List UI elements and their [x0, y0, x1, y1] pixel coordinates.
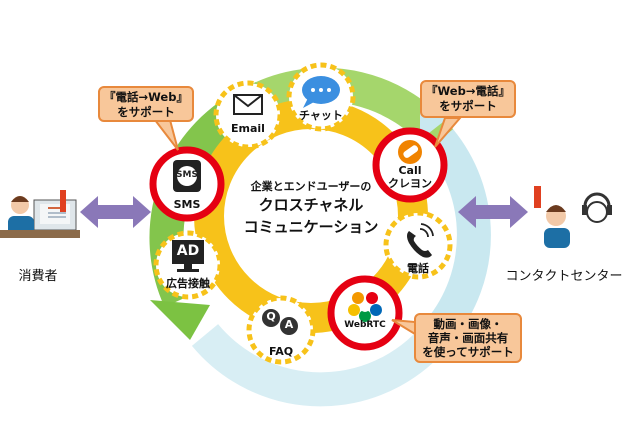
webrtc-label: WebRTC — [344, 320, 386, 330]
center-line3: コミュニケーション — [243, 218, 379, 236]
channel-faq — [246, 295, 316, 365]
faq-label: FAQ — [268, 345, 294, 358]
email-label: Email — [231, 122, 265, 135]
callout-left-tail — [152, 119, 179, 151]
center-title: 企業とエンドユーザーの クロスチャネル コミュニケーション — [232, 178, 390, 238]
callout-right-line1: 『Web→電話』 — [426, 84, 510, 98]
channel-ad — [153, 230, 223, 300]
channel-call — [372, 127, 448, 203]
callout-phone-to-web: 『電話→Web』 をサポート — [98, 86, 194, 122]
phone-label: 電話 — [407, 262, 429, 275]
channel-email — [213, 80, 283, 150]
ad-label: 広告接触 — [166, 277, 210, 290]
sms-phone-icon — [173, 160, 201, 192]
contact-center-label: コンタクトセンター — [505, 269, 623, 284]
call-label-2: クレヨン — [388, 177, 432, 190]
callout-webrtc-line3: を使ってサポート — [422, 345, 514, 359]
consumer-label: 消費者 — [18, 269, 58, 284]
channel-webrtc — [327, 275, 403, 351]
exchange-arrow-left — [80, 196, 151, 228]
callout-web-to-phone: 『Web→電話』 をサポート — [420, 80, 516, 118]
sms-icon-text: SMS — [176, 170, 198, 180]
webrtc-logo-icon — [348, 292, 382, 322]
callout-webrtc-support: 動画・画像・ 音声・画面共有 を使ってサポート — [414, 313, 522, 363]
channel-sms — [149, 146, 225, 222]
faq-q-text: Q — [266, 310, 276, 323]
chat-label: チャット — [299, 109, 343, 122]
faq-icon — [262, 309, 298, 335]
ad-monitor-icon — [172, 240, 204, 272]
center-line2: クロスチャネル — [258, 196, 364, 214]
faq-a-text: A — [284, 318, 294, 331]
sms-label: SMS — [173, 198, 201, 211]
exchange-arrow-right — [458, 196, 528, 228]
channel-phone — [383, 210, 453, 280]
callout-right-tail — [434, 117, 463, 148]
callout-left-line1: 『電話→Web』 — [104, 90, 188, 104]
ad-icon-text: AD — [176, 243, 200, 259]
consumer-illustration — [0, 190, 80, 238]
cycle-arrowhead-left — [150, 300, 210, 340]
crayon-icon — [398, 140, 422, 164]
callout-right-line2: をサポート — [439, 99, 497, 113]
callout-webrtc-line2: 音声・画面共有 — [427, 331, 509, 345]
envelope-icon — [233, 94, 263, 115]
callout-left-line2: をサポート — [117, 105, 175, 119]
contact-center-illustration — [534, 186, 612, 248]
phone-handset-icon — [407, 223, 434, 258]
center-line1: 企業とエンドユーザーの — [250, 180, 372, 193]
chat-bubble-icon — [302, 76, 340, 108]
callout-webrtc-line1: 動画・画像・ — [433, 317, 503, 331]
channel-chat — [286, 62, 356, 132]
call-label-1: Call — [398, 164, 422, 177]
